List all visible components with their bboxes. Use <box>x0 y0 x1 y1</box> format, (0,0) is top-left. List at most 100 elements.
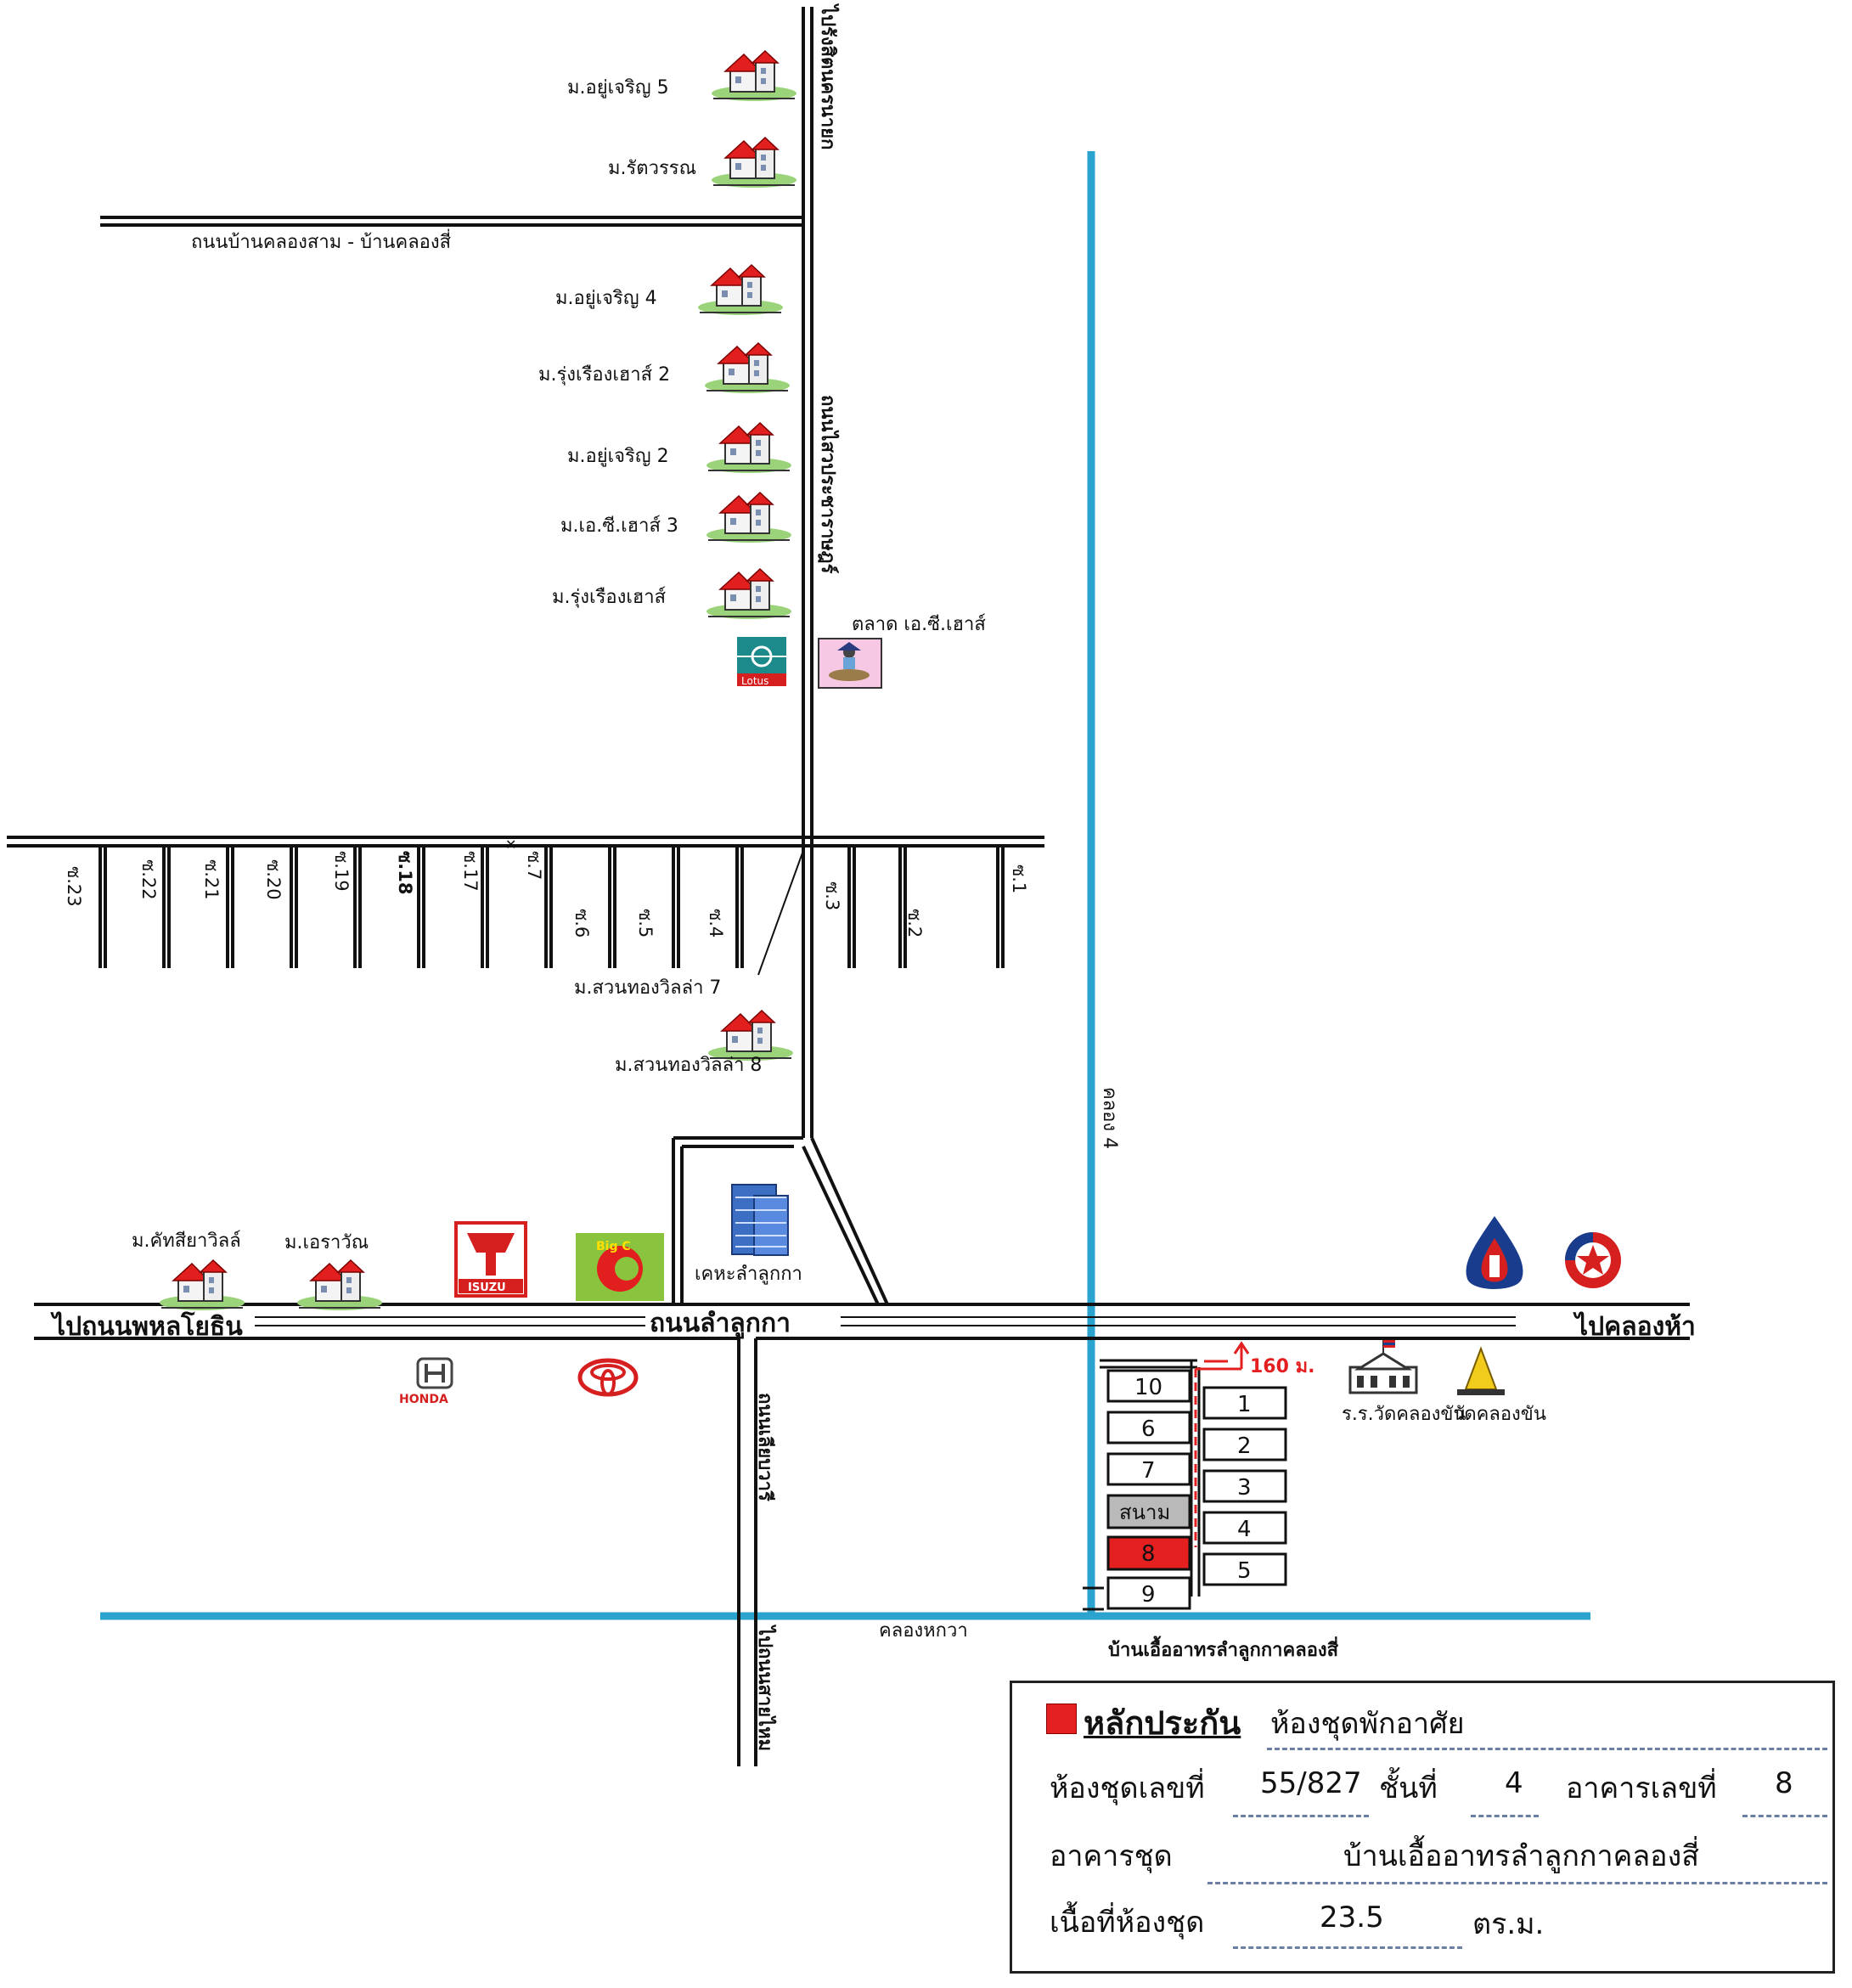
village-marker: ม.สวนทองวิลล่า 8 <box>615 1010 794 1076</box>
building-label: 1 <box>1237 1392 1252 1417</box>
dash-line <box>1207 1882 1827 1884</box>
building-label: สนาม <box>1119 1501 1170 1524</box>
project-label: บ้านเอื้ออาทรลำลูกกาคลองสี่ <box>1108 1636 1339 1662</box>
toyota-logo-icon <box>577 1358 639 1397</box>
village-label: ม.คัทสียาวิลล์ <box>132 1231 241 1252</box>
road-label-phaisarn: ถนนไสวประชาราษฎร์ <box>817 395 840 574</box>
village-label-suan-thong-7: ม.สวนทองวิลล่า 7 <box>574 977 721 999</box>
school-label: ร.ร.วัดคลองขัน <box>1342 1404 1466 1425</box>
soi-label: ซ.2 <box>904 909 925 938</box>
area-unit: ตร.ม. <box>1472 1907 1545 1941</box>
village-marker: ม.คัทสียาวิลล์ <box>132 1231 245 1311</box>
soi-label: ซ.18 <box>395 851 415 894</box>
village-marker: ม.รุ่งเรืองเฮาส์ <box>552 568 792 620</box>
project-label: อาคารชุด <box>1050 1839 1173 1873</box>
lotus-logo-icon: Lotus <box>737 637 786 687</box>
route-to-building <box>1194 1341 1250 1547</box>
honda-logo-icon: HONDA <box>399 1357 453 1406</box>
dash-line <box>1233 1815 1369 1817</box>
isuzu-label: ISUZU <box>468 1281 506 1294</box>
soi-label: ซ.4 <box>706 909 726 938</box>
road-label-south: ถนนเลียบวารี <box>754 1393 775 1501</box>
village-label: ม.เอ.ซี.เฮาส์ 3 <box>560 515 678 537</box>
caltex-logo-icon <box>1565 1232 1621 1288</box>
soi-label: ซ.19 <box>331 851 352 892</box>
soi-label: ซ.21 <box>201 859 222 900</box>
building-label: 10 <box>1134 1375 1162 1400</box>
housing-label: เคหะลำลูกกา <box>695 1264 802 1285</box>
road-label-lam-luk-ka: ถนนลำลูกกา <box>650 1309 791 1339</box>
village-marker: ม.อยู่เจริญ 2 <box>567 422 792 474</box>
honda-label: HONDA <box>399 1393 448 1406</box>
building-label: 7 <box>1141 1458 1156 1484</box>
canal-label-hok-wa: คลองหกวา <box>879 1620 968 1642</box>
soi-label: ซ.3 <box>822 881 842 910</box>
dash-line <box>1742 1815 1827 1817</box>
soi-label: ซ.17 <box>460 851 481 892</box>
village-label: ม.รัตวรรณ <box>608 158 696 179</box>
village-label: ม.เอราวัณ <box>284 1232 369 1253</box>
distance-label: 160 ม. <box>1250 1356 1314 1377</box>
lotus-label: Lotus <box>741 675 768 687</box>
dash-line <box>1471 1815 1539 1817</box>
road-label-to-khlong-ha: ไปคลองห้า <box>1573 1311 1696 1342</box>
village-label: ม.สวนทองวิลล่า 8 <box>615 1055 762 1076</box>
building-label: อาคารเลขที่ <box>1566 1771 1717 1805</box>
soi-label: ซ.1 <box>1009 864 1029 893</box>
road-label-khlong-sam-si: ถนนบ้านคลองสาม - บ้านคลองสี่ <box>191 228 452 253</box>
soi-label: ซ.6 <box>571 909 592 938</box>
building-label-highlighted: 8 <box>1141 1541 1156 1567</box>
dash-line <box>1233 1946 1462 1949</box>
roads <box>7 7 1690 1766</box>
legend-title: หลักประกัน <box>1084 1704 1241 1742</box>
building-label: 6 <box>1141 1416 1156 1442</box>
bigc-label: Big C <box>596 1240 631 1253</box>
area-label: เนื้อที่ห้องชุด <box>1050 1906 1205 1940</box>
sois <box>99 846 1005 968</box>
road-label-rangsit: ไปรังสิตนครนายก <box>817 3 840 149</box>
soi-label: ซ.5 <box>635 909 656 938</box>
housing-building-icon <box>731 1184 789 1256</box>
temple-label: วัดคลองขัน <box>1454 1404 1546 1425</box>
project-value: บ้านเอื้ออาทรลำลูกกาคลองสี่ <box>1343 1839 1699 1873</box>
village-marker: ม.รัตวรรณ <box>608 137 797 189</box>
legend-type: ห้องชุดพักอาศัย <box>1270 1707 1465 1741</box>
village-marker: ม.เอ.ซี.เฮาส์ 3 <box>560 492 792 543</box>
road-label-to-phahon: ไปถนนพหลโยธิน <box>50 1310 243 1342</box>
road-label-south-end: ไปถนนสายไหม <box>754 1625 777 1751</box>
project-buildings: 10 6 7 สนาม 8 9 1 2 3 4 5 <box>1106 1369 1287 1610</box>
area-value: 23.5 <box>1320 1901 1384 1934</box>
school-icon <box>1348 1340 1418 1394</box>
small-marker: ✕ <box>505 836 516 853</box>
village-marker: ม.รุ่งเรืองเฮาส์ 2 <box>538 342 791 394</box>
building-value: 8 <box>1775 1766 1793 1800</box>
village-label: ม.อยู่เจริญ 4 <box>555 288 657 309</box>
building-label: 4 <box>1237 1517 1252 1542</box>
isuzu-logo-icon: ISUZU <box>454 1221 527 1298</box>
building-label: 3 <box>1237 1475 1252 1501</box>
building-label: 2 <box>1237 1433 1252 1459</box>
unit-value: 55/827 <box>1260 1766 1362 1800</box>
village-label: ม.อยู่เจริญ 5 <box>567 77 669 99</box>
collateral-swatch-icon <box>1046 1704 1077 1734</box>
building-label: 5 <box>1237 1558 1252 1584</box>
market-icon <box>818 638 882 689</box>
soi-label: ซ.22 <box>138 859 159 900</box>
soi-label: ซ.20 <box>263 859 284 900</box>
ptt-logo-icon <box>1466 1216 1523 1289</box>
market-label: ตลาด เอ.ซี.เฮาส์ <box>852 614 986 635</box>
canal-label-khlong-4: คลอง 4 <box>1099 1087 1120 1149</box>
village-label: ม.รุ่งเรืองเฮาส์ 2 <box>538 364 670 386</box>
village-label: ม.รุ่งเรืองเฮาส์ <box>552 587 667 608</box>
dash-line <box>1267 1748 1827 1750</box>
village-marker: ม.เอราวัณ <box>284 1232 383 1311</box>
village-label: ม.อยู่เจริญ 2 <box>567 446 669 467</box>
building-label: 9 <box>1141 1582 1156 1608</box>
temple-icon <box>1457 1346 1505 1395</box>
bigc-logo-icon: Big C <box>576 1233 664 1301</box>
soi-label: ซ.7 <box>524 851 544 880</box>
soi-labels: ซ.23 ซ.22 ซ.21 ซ.20 ซ.19 ซ.18 ซ.17 ซ.7 ซ… <box>64 836 1029 938</box>
unit-label: ห้องชุดเลขที่ <box>1050 1771 1205 1805</box>
floor-value: 4 <box>1505 1766 1523 1800</box>
village-marker: ม.อยู่เจริญ 4 <box>555 264 784 316</box>
